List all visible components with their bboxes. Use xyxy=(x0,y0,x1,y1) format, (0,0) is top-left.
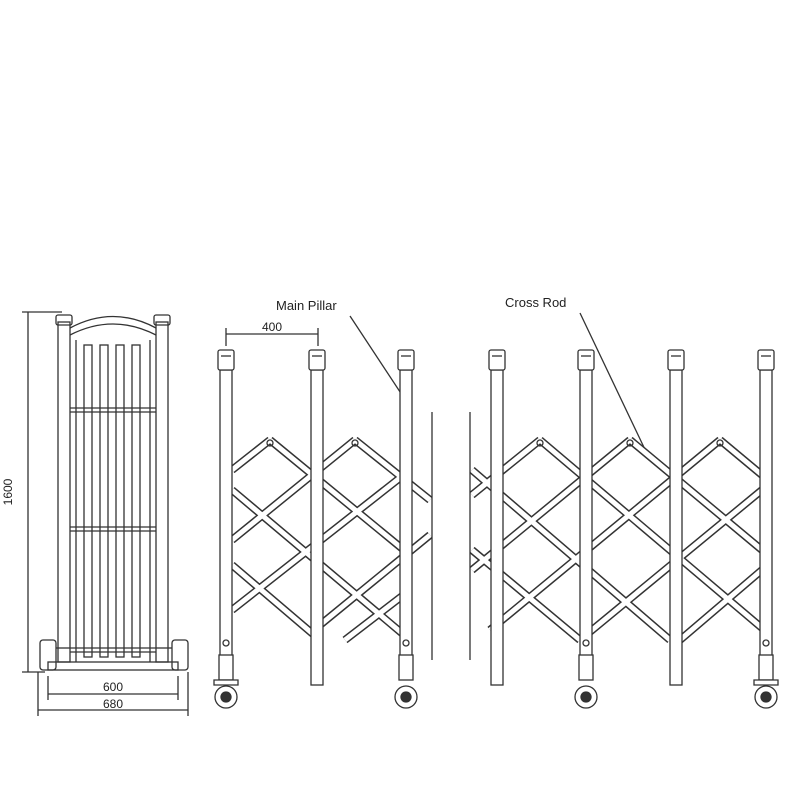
side-frame xyxy=(39,314,189,671)
inner-width-label: 600 xyxy=(103,680,123,694)
cross-rod-leader xyxy=(579,312,651,461)
front-view: 400 Main Pillar Cross Rod xyxy=(213,295,779,709)
height-label: 1600 xyxy=(1,478,15,505)
main-pillar-leader xyxy=(349,315,409,405)
cross-rods-right xyxy=(469,436,765,644)
width-dimensions xyxy=(37,672,189,716)
pillars xyxy=(217,349,775,686)
outer-width-label: 680 xyxy=(103,697,123,711)
cross-rod-callout: Cross Rod xyxy=(505,295,566,310)
height-dimension xyxy=(22,311,62,673)
main-pillar-callout: Main Pillar xyxy=(276,298,337,313)
hinge-pins xyxy=(222,639,770,647)
side-view: 1600 xyxy=(1,311,189,716)
pillar-spacing-dimension xyxy=(225,328,319,346)
casters xyxy=(213,654,779,709)
pillar-spacing-label: 400 xyxy=(262,320,282,334)
